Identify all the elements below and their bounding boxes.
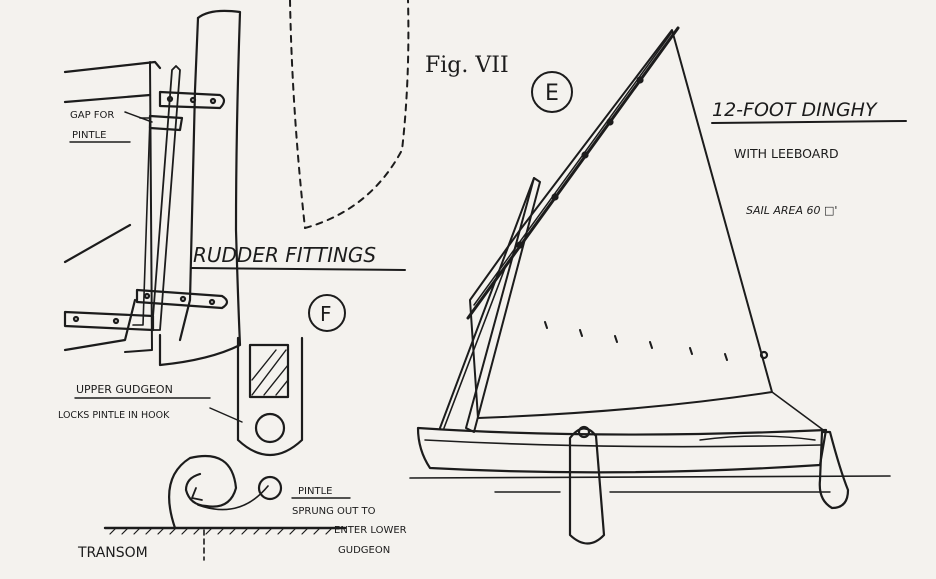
dinghy-drawing: [409, 26, 907, 545]
rudder-fittings-title: RUDDER FITTINGS: [193, 243, 376, 267]
gudgeon-detail: [69, 141, 406, 561]
marker-e: E: [545, 81, 559, 106]
dashed-outline: [289, 0, 410, 229]
rudder-fittings-drawing: [63, 9, 242, 367]
dinghy-subtitle: WITH LEEBOARD: [734, 146, 839, 161]
gap-label-line2: PINTLE: [72, 130, 106, 141]
figure-number: Fig. VII: [425, 53, 509, 78]
gap-label-line1: GAP FOR: [70, 110, 114, 121]
pintle-line3: ENTER LOWER: [334, 525, 407, 536]
sail-area: SAIL AREA 60 □': [746, 204, 837, 217]
dinghy-title: 12-FOOT DINGHY: [712, 99, 878, 121]
upper-gudgeon-line1: UPPER GUDGEON: [76, 383, 173, 396]
corner-mark: ": [858, 0, 866, 13]
upper-gudgeon-line2: LOCKS PINTLE IN HOOK: [58, 410, 170, 421]
transom-label: TRANSOM: [77, 545, 148, 561]
marker-f: F: [320, 302, 332, 326]
pintle-line2: SPRUNG OUT TO: [292, 506, 376, 517]
pintle-line1: PINTLE: [298, 486, 332, 497]
pintle-line4: GUDGEON: [338, 545, 390, 556]
